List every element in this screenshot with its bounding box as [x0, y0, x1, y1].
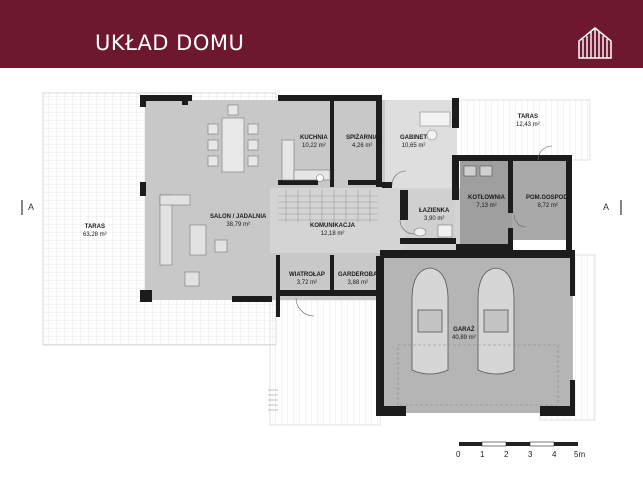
room-area: 10,22 m² [301, 142, 326, 149]
room-name: POM.GOSPOD. [526, 195, 570, 201]
room-label-wiatrolap: WIATROŁAP 3,72 m² [289, 272, 325, 287]
room-area: 3,90 m² [424, 215, 445, 222]
room-name: SALON / JADALNIA [210, 214, 267, 220]
room-label-garaz: GARAŻ 40,89 m² [452, 327, 476, 342]
garage-door-swing [397, 344, 559, 406]
room-name: GABINET [400, 135, 427, 141]
header-bar: UKŁAD DOMU [0, 0, 643, 68]
room-label-komunikacja: KOMUNIKACJA 12,18 m² [310, 223, 355, 238]
walls [140, 95, 575, 416]
page-title: UKŁAD DOMU [95, 31, 245, 55]
room-area: 40,89 m² [452, 334, 476, 341]
room-area: 3,88 m² [347, 279, 368, 286]
room-name: KUCHNIA [300, 135, 328, 141]
staircase [278, 190, 378, 222]
room-name: TARAS [84, 224, 105, 230]
room-label-taras-right: TARAS 12,43 m² [516, 114, 540, 129]
office-desk [419, 111, 451, 141]
room-label-salon: SALON / JADALNIA 38,79 m² [210, 214, 266, 229]
door-swings [295, 145, 553, 317]
scale-label-5: 5m [574, 450, 586, 459]
room-area: 7,13 m² [476, 202, 497, 209]
room-area: 8,72 m² [537, 202, 558, 209]
room-area: 3,72 m² [296, 279, 318, 286]
room-area: 12,18 m² [320, 230, 345, 237]
bathroom-fixtures [413, 224, 453, 238]
room-name: ŁAZIENKA [419, 208, 450, 214]
scale-label-1: 1 [480, 450, 485, 459]
room-name: GARDEROBA [338, 272, 378, 278]
scale-label-2: 2 [504, 450, 509, 459]
room-label-taras-left: TARAS 63,28 m² [83, 224, 107, 239]
entrance-steps [268, 389, 278, 411]
room-name: TARAS [517, 114, 538, 120]
scale-label-0: 0 [456, 450, 461, 459]
room-name: WIATROŁAP [289, 272, 325, 278]
car-right [477, 267, 515, 375]
scale-bar [459, 441, 578, 447]
sofa [159, 194, 228, 287]
room-area: 12,43 m² [516, 121, 540, 128]
scale-label-4: 4 [552, 450, 557, 459]
dining-table [207, 104, 259, 173]
scale-label-3: 3 [528, 450, 533, 459]
section-marker-right: A [603, 202, 610, 212]
room-label-garderoba: GARDEROBA 3,88 m² [338, 272, 377, 287]
room-name: GARAŻ [453, 327, 475, 333]
room-name: SPIŻARNIA [346, 135, 379, 141]
room-area: 10,65 m² [401, 142, 426, 149]
section-marker-left: A [28, 202, 35, 212]
room-label-lazienka: ŁAZIENKA 3,90 m² [419, 208, 449, 223]
house-roof-stripes-icon [578, 27, 612, 59]
room-area: 63,28 m² [83, 231, 107, 238]
room-area: 4,26 m² [352, 142, 373, 149]
boiler [463, 165, 493, 177]
room-label-pom-gospod: POM.GOSPOD. 8,72 m² [526, 195, 569, 210]
room-name: KOTŁOWNIA [468, 195, 505, 201]
room-label-spizarnia: SPIŻARNIA 4,26 m² [346, 135, 378, 150]
terrace-right [454, 99, 591, 161]
room-label-gabinet: GABINET 10,65 m² [400, 135, 427, 150]
kitchen-counter [281, 139, 331, 182]
room-name: KOMUNIKACJA [310, 223, 355, 229]
room-area: 38,79 m² [226, 221, 251, 228]
room-label-kotlownia: KOTŁOWNIA 7,13 m² [468, 195, 505, 210]
room-label-kuchnia: KUCHNIA 10,22 m² [300, 135, 328, 150]
car-left [411, 267, 449, 375]
entrance-path [269, 299, 381, 426]
